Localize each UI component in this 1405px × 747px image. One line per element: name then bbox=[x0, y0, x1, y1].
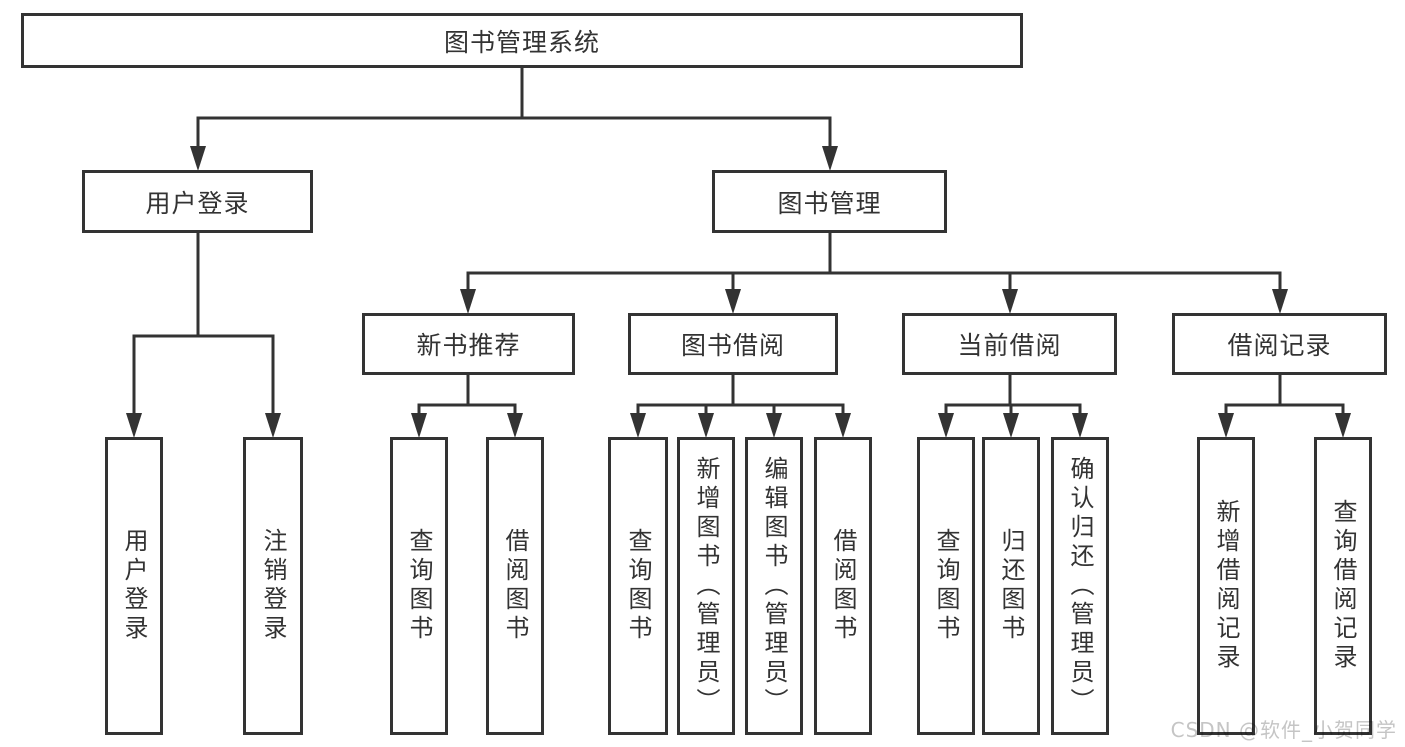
node-root: 图书管理系统 bbox=[21, 13, 1023, 68]
leaf-query-books-recommend: 查询图书 bbox=[390, 437, 448, 735]
node-book-management: 图书管理 bbox=[712, 170, 947, 233]
leaf-return-books: 归还图书 bbox=[982, 437, 1040, 735]
node-new-book-recommend-label: 新书推荐 bbox=[416, 331, 521, 360]
leaf-query-books-borrow: 查询图书 bbox=[608, 437, 668, 735]
node-book-management-label: 图书管理 bbox=[777, 188, 882, 218]
leaf-query-books-borrow-label: 查询图书 bbox=[624, 528, 652, 644]
leaf-add-borrow-record-label: 新增借阅记录 bbox=[1212, 499, 1240, 673]
node-book-borrow-label: 图书借阅 bbox=[680, 331, 785, 360]
leaf-user-login: 用户登录 bbox=[105, 437, 163, 735]
node-borrow-records: 借阅记录 bbox=[1172, 313, 1387, 375]
node-new-book-recommend: 新书推荐 bbox=[362, 313, 575, 375]
leaf-edit-books-admin-label: 编辑图书（管理员） bbox=[760, 455, 788, 717]
leaf-return-books-label: 归还图书 bbox=[997, 528, 1025, 644]
leaf-logout-label: 注销登录 bbox=[259, 528, 287, 644]
leaf-add-borrow-record: 新增借阅记录 bbox=[1197, 437, 1255, 735]
node-user-login: 用户登录 bbox=[82, 170, 313, 233]
leaf-query-books-current-label: 查询图书 bbox=[932, 528, 960, 644]
node-current-borrow-label: 当前借阅 bbox=[957, 331, 1062, 360]
leaf-user-login-label: 用户登录 bbox=[120, 528, 148, 644]
node-user-login-label: 用户登录 bbox=[145, 188, 250, 218]
leaf-confirm-return-admin: 确认归还（管理员） bbox=[1051, 437, 1109, 735]
leaf-add-books-admin-label: 新增图书（管理员） bbox=[692, 455, 720, 717]
leaf-borrow-books-label: 借阅图书 bbox=[829, 528, 857, 644]
leaf-borrow-books-recommend: 借阅图书 bbox=[486, 437, 544, 735]
node-current-borrow: 当前借阅 bbox=[902, 313, 1117, 375]
node-borrow-records-label: 借阅记录 bbox=[1227, 331, 1332, 360]
node-root-label: 图书管理系统 bbox=[443, 27, 600, 57]
leaf-add-books-admin: 新增图书（管理员） bbox=[677, 437, 735, 735]
leaf-logout: 注销登录 bbox=[243, 437, 303, 735]
leaf-query-books-current: 查询图书 bbox=[917, 437, 975, 735]
leaf-query-borrow-record: 查询借阅记录 bbox=[1314, 437, 1372, 735]
leaf-borrow-books-recommend-label: 借阅图书 bbox=[501, 528, 529, 644]
csdn-watermark: CSDN @软件_小贺同学 bbox=[1170, 718, 1397, 742]
leaf-confirm-return-admin-label: 确认归还（管理员） bbox=[1066, 455, 1094, 717]
leaf-edit-books-admin: 编辑图书（管理员） bbox=[745, 437, 803, 735]
leaf-query-borrow-record-label: 查询借阅记录 bbox=[1329, 499, 1357, 673]
leaf-query-books-recommend-label: 查询图书 bbox=[405, 528, 433, 644]
leaf-borrow-books: 借阅图书 bbox=[814, 437, 872, 735]
node-book-borrow: 图书借阅 bbox=[628, 313, 838, 375]
